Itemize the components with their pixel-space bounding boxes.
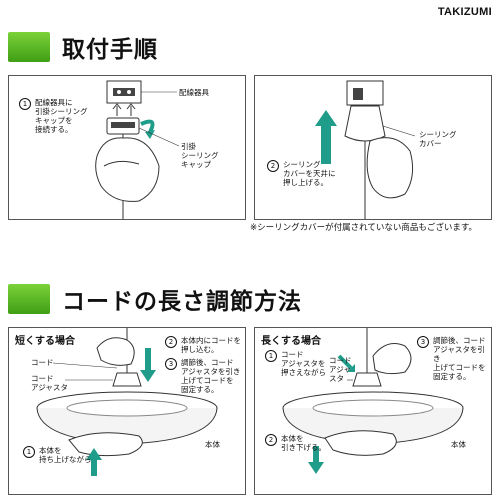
shorten-heading: 短くする場合: [15, 336, 75, 347]
step-number: 3: [165, 358, 177, 370]
label-cord: コード: [31, 358, 54, 367]
step-text: 本体を 引き下げる。: [281, 434, 326, 452]
label-body: 本体: [451, 440, 466, 449]
heading-bar: [8, 32, 50, 62]
shorten-step2: 2 本体内にコードを 押し込む。: [165, 336, 241, 354]
step-text: 本体内にコードを 押し込む。: [181, 336, 241, 354]
install-step1: 1 配線器具に 引掛シーリング キャップを 接続する。: [19, 98, 88, 134]
lengthen-step2: 2 本体を 引き下げる。: [265, 434, 326, 452]
label-body: 本体: [205, 440, 220, 449]
step-number: 2: [265, 434, 277, 446]
step-number: 1: [23, 446, 35, 458]
shorten-illustration: [36, 328, 218, 476]
install-step1-illustration: [95, 80, 180, 219]
label-ceiling-cap: 引掛 シーリング キャップ: [181, 142, 219, 169]
label-cord-adjuster: コード アジャスタ: [31, 374, 68, 392]
label-cord-adjuster: コード アジャ スタ: [329, 356, 352, 383]
shorten-step1: 1 本体を 持ち上げながら: [23, 446, 92, 464]
install-step1-panel: 1 配線器具に 引掛シーリング キャップを 接続する。 配線器具 引掛 シーリン…: [8, 75, 246, 220]
lengthen-illustration: [282, 328, 464, 474]
install-step2-panel: シーリング カバー 2 シーリング カバーを天井に 押し上げる。: [254, 75, 492, 220]
section-title-install: 取付手順: [62, 37, 158, 63]
step-text: コード アジャスタを 押さえながら: [281, 350, 326, 377]
shorten-panel: 短くする場合 2 本体内にコードを 押し込む。 3 調節後、コード アジャスタを…: [8, 327, 246, 495]
lengthen-step3: 3 調節後、コード アジャスタを引き 上げてコードを 固定する。: [417, 336, 491, 381]
step-text: 配線器具に 引掛シーリング キャップを 接続する。: [35, 98, 88, 134]
step-text: 調節後、コード アジャスタを引き 上げてコードを 固定する。: [181, 358, 241, 394]
step-number: 2: [165, 336, 177, 348]
section-heading-install: 取付手順: [8, 30, 158, 64]
step-number: 3: [417, 336, 429, 348]
label-fixture: 配線器具: [179, 88, 209, 97]
label-ceiling-cover: シーリング カバー: [419, 130, 457, 148]
heading-bar: [8, 284, 50, 314]
step-text: 本体を 持ち上げながら: [39, 446, 92, 464]
section-title-cord: コードの長さ調節方法: [62, 289, 302, 315]
step-text: シーリング カバーを天井に 押し上げる。: [283, 160, 336, 187]
step-number: 1: [19, 98, 31, 110]
accessory-note: ※シーリングカバーが付属されていない商品もございます。: [250, 223, 478, 233]
install-step2-illustration: [315, 80, 416, 219]
step-number: 1: [265, 350, 277, 362]
install-step2: 2 シーリング カバーを天井に 押し上げる。: [267, 160, 336, 187]
lengthen-heading: 長くする場合: [261, 336, 321, 347]
lengthen-panel: 長くする場合 1 コード アジャスタを 押さえながら コード アジャ スタ 3 …: [254, 327, 492, 495]
lengthen-step1: 1 コード アジャスタを 押さえながら: [265, 350, 326, 377]
step-text: 調節後、コード アジャスタを引き 上げてコードを 固定する。: [433, 336, 486, 381]
brand-logo: TAKIZUMI: [437, 6, 492, 18]
step-number: 2: [267, 160, 279, 172]
shorten-step3: 3 調節後、コード アジャスタを引き 上げてコードを 固定する。: [165, 358, 240, 394]
section-heading-cord: コードの長さ調節方法: [8, 282, 302, 316]
